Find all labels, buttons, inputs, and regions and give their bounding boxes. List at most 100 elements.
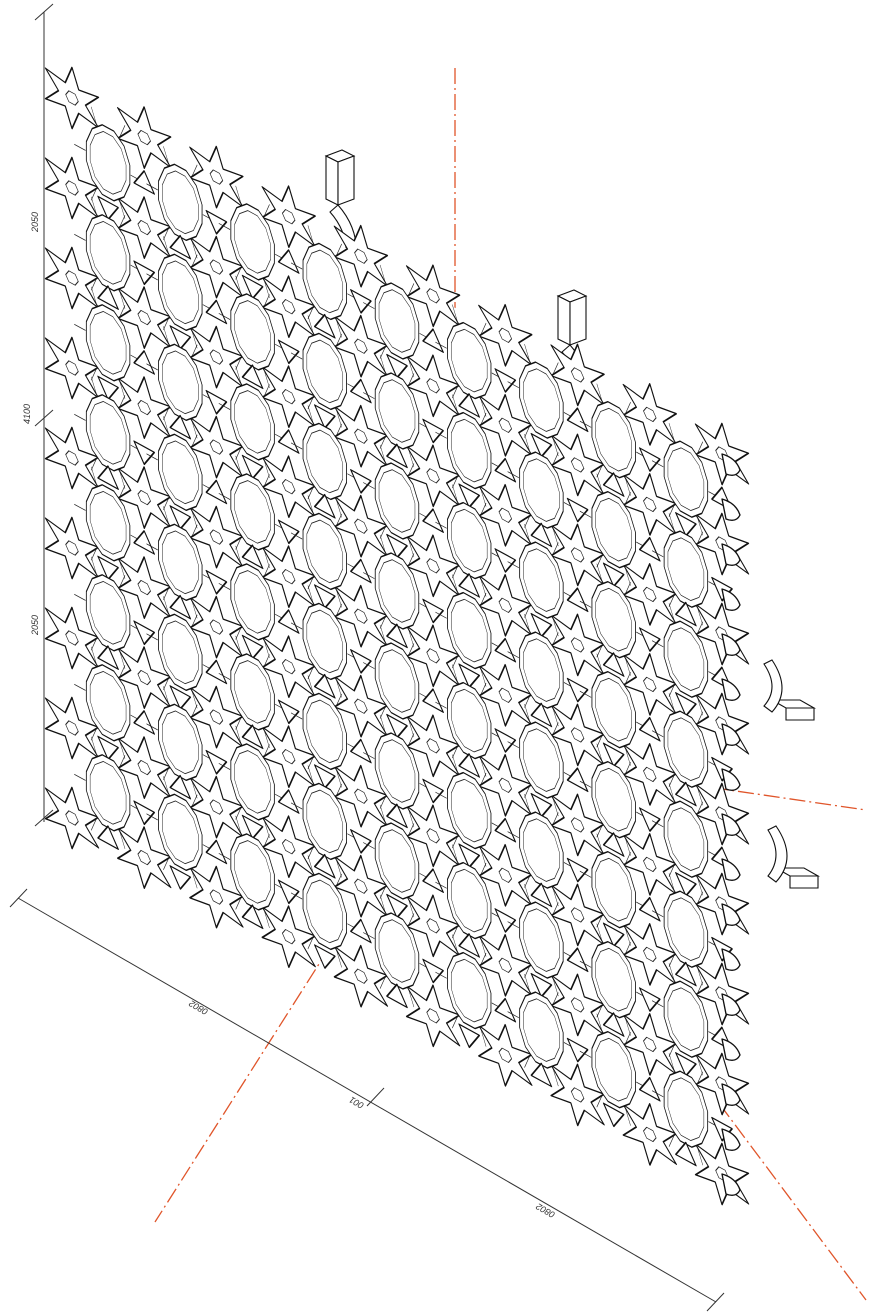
lattice-cell [507, 433, 576, 547]
lattice-edge-hook [721, 903, 741, 926]
lattice-triangle-opening [422, 868, 444, 893]
lattice-edge-hook [721, 948, 741, 971]
lattice-star-node [478, 303, 533, 367]
lattice-cell [435, 844, 504, 957]
lattice-triangle-opening [638, 987, 661, 1012]
lattice-triangle-opening [530, 432, 553, 458]
lattice-triangle-opening [97, 735, 119, 761]
lattice-triangle-opening [133, 170, 156, 195]
lattice-triangle-opening [422, 688, 444, 713]
lattice-triangle-opening [566, 407, 589, 433]
lattice-cell [290, 585, 359, 698]
lattice-cell [435, 664, 504, 777]
lattice-cell [507, 793, 576, 907]
hexagonal-lattice-panel [44, 66, 750, 1206]
lattice-cell [579, 923, 648, 1036]
lattice-triangle-opening [350, 378, 372, 404]
lattice-triangle-opening [277, 789, 300, 814]
lattice-triangle-opening [638, 536, 661, 562]
lattice-star-node [333, 224, 389, 288]
lattice-triangle-opening [602, 652, 625, 677]
lattice-star-node [405, 264, 461, 328]
lattice-star-node [189, 145, 244, 209]
lattice-triangle-opening [313, 313, 336, 339]
lattice-triangle-opening [386, 803, 408, 829]
lattice-star-node [44, 66, 100, 130]
lattice-triangle-opening [422, 598, 444, 624]
lattice-cell [74, 376, 142, 489]
lattice-triangle-opening [422, 958, 444, 984]
lattice-cell [74, 106, 142, 219]
lattice-triangle-opening [675, 1141, 697, 1167]
lattice-triangle-opening [241, 454, 264, 480]
lattice-cell [290, 495, 359, 608]
lattice-edge-hook [721, 453, 741, 476]
lattice-triangle-opening [566, 677, 589, 703]
lattice-cell [507, 613, 576, 727]
lattice-cell [435, 484, 504, 597]
lattice-cell [218, 635, 287, 749]
lattice-cell [652, 423, 720, 536]
lattice-triangle-opening [350, 289, 372, 314]
lattice-cell [146, 686, 215, 799]
lattice-triangle-opening [277, 609, 300, 634]
lattice-triangle-opening [97, 465, 119, 490]
lattice-star-node [261, 185, 316, 249]
lattice-cell [218, 545, 287, 659]
lattice-edge-hook [721, 588, 741, 611]
lattice-triangle-opening [205, 749, 228, 775]
lattice-triangle-opening [602, 832, 625, 857]
lattice-triangle-opening [133, 800, 156, 826]
lattice-cell [146, 596, 215, 709]
lattice-triangle-opening [530, 522, 553, 548]
lattice-triangle-opening [530, 792, 553, 818]
lattice-triangle-opening [638, 447, 661, 472]
lattice-triangle-opening [566, 767, 589, 793]
lattice-edge-hook [721, 993, 741, 1016]
lattice-triangle-opening [313, 853, 336, 879]
lattice-cell [579, 1013, 648, 1126]
lattice-triangle-opening [494, 368, 517, 393]
lattice-cell [146, 236, 215, 349]
lattice-triangle-opening [675, 601, 697, 627]
lattice-edge-hook [721, 858, 741, 881]
lattice-cell [290, 405, 359, 518]
lattice-cell [363, 354, 431, 468]
lattice-triangle-opening [169, 774, 192, 800]
lattice-triangle-opening [494, 817, 517, 843]
lattice-cell [74, 646, 142, 759]
lattice-cell [579, 653, 648, 766]
lattice-triangle-opening [241, 724, 264, 750]
lattice-triangle-opening [97, 825, 119, 850]
lattice-triangle-opening [169, 594, 192, 620]
lattice-cell [146, 776, 215, 889]
lattice-triangle-opening [566, 947, 589, 973]
lattice-triangle-opening [530, 972, 553, 998]
lattice-triangle-opening [241, 274, 264, 300]
lattice-cell [290, 855, 359, 968]
lattice-cell [363, 894, 431, 1008]
lattice-triangle-opening [602, 1102, 625, 1128]
lattice-triangle-opening [494, 457, 517, 483]
lattice-edge-hook [721, 633, 741, 656]
lattice-triangle-opening [313, 944, 336, 969]
vertical-dimension: 2050 4100 2050 [22, 3, 54, 827]
horizontal-dimension-line [17, 897, 717, 1303]
lattice-edge-hook [721, 813, 741, 836]
lattice-cell [652, 513, 720, 626]
horizontal-dimension-left-label: 0802 [187, 998, 209, 1017]
lattice-triangle-opening [675, 1052, 697, 1077]
lattice-edge-hook [721, 498, 741, 521]
lattice-triangle-opening [277, 879, 300, 905]
lattice-cell [652, 783, 720, 896]
lattice-triangle-opening [350, 469, 372, 494]
lattice-triangle-opening [386, 443, 408, 469]
lattice-cell [507, 523, 576, 637]
lattice-triangle-opening [97, 375, 119, 401]
lattice-triangle-opening [638, 1076, 661, 1102]
lattice-cell [74, 286, 142, 399]
lattice-cell [146, 146, 215, 259]
lattice-triangle-opening [458, 483, 481, 509]
lattice-triangle-opening [241, 904, 264, 930]
